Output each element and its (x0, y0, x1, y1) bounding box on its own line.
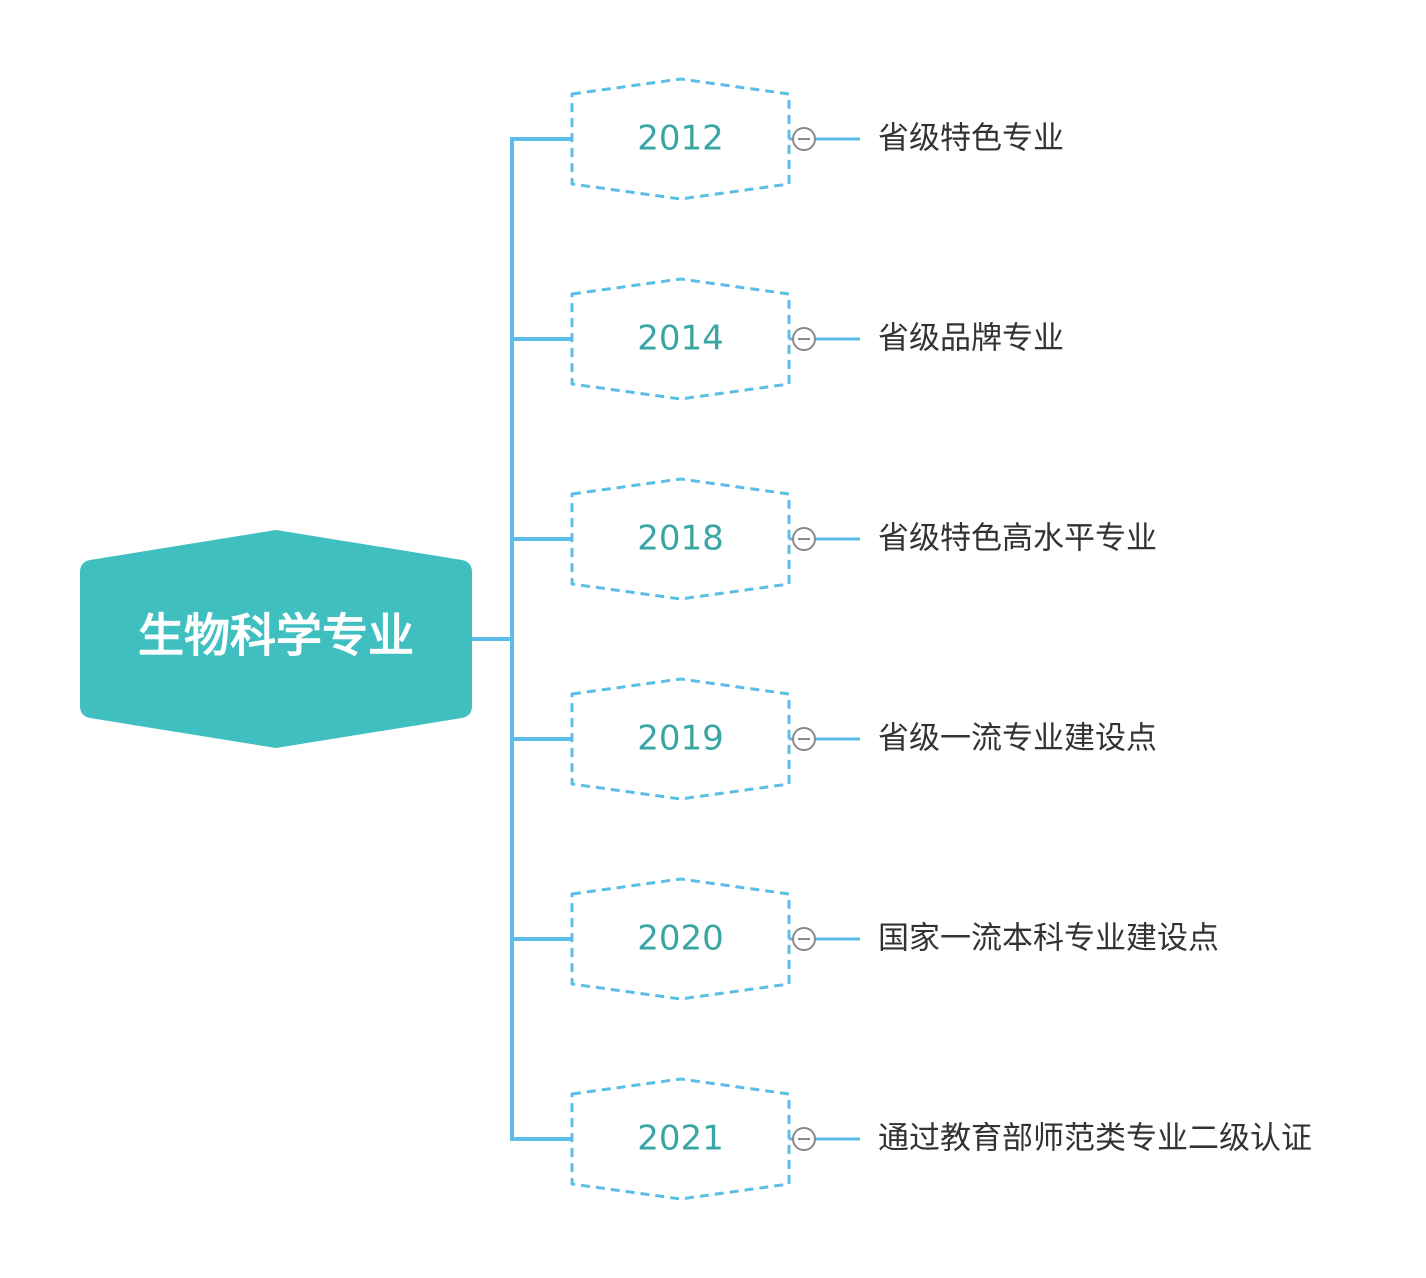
year-label: 2020 (637, 919, 724, 959)
year-node[interactable]: 2018 (570, 477, 791, 601)
branch-2021: 2021 通过教育部师范类专业二级认证 (512, 1077, 1312, 1201)
collapse-icon[interactable] (792, 927, 816, 951)
year-node-shape (570, 277, 791, 401)
branch-2012: 2012 省级特色专业 (512, 77, 1064, 201)
collapse-icon[interactable] (792, 527, 816, 551)
year-label: 2012 (637, 119, 724, 159)
year-node-shape (570, 77, 791, 201)
leaf-label[interactable]: 省级特色高水平专业 (878, 521, 1157, 557)
year-node[interactable]: 2019 (570, 677, 791, 801)
collapse-icon[interactable] (792, 727, 816, 751)
collapse-icon[interactable] (792, 1127, 816, 1151)
branch-2019: 2019 省级一流专业建设点 (512, 677, 1157, 801)
leaf-label[interactable]: 省级特色专业 (878, 121, 1064, 157)
year-label: 2018 (637, 519, 724, 559)
year-node[interactable]: 2020 (570, 877, 791, 1001)
year-node-shape (570, 877, 791, 1001)
year-node-shape (570, 1077, 791, 1201)
collapse-icon[interactable] (792, 127, 816, 151)
branch-list: 2012 省级特色专业 2014 省级品牌专业 2018 省级特色高水平专业 2019 省级一… (512, 77, 1312, 1201)
year-label: 2019 (637, 719, 724, 759)
year-node-shape (570, 477, 791, 601)
root-node-label: 生物科学专业 (138, 609, 414, 663)
year-node-shape (570, 677, 791, 801)
connector-lines (472, 137, 514, 1141)
leaf-label[interactable]: 通过教育部师范类专业二级认证 (878, 1121, 1312, 1157)
leaf-label[interactable]: 省级一流专业建设点 (878, 721, 1157, 757)
year-label: 2021 (637, 1119, 724, 1159)
leaf-label[interactable]: 省级品牌专业 (878, 321, 1064, 357)
root-node[interactable]: 生物科学专业 (80, 530, 472, 748)
collapse-icon[interactable] (792, 327, 816, 351)
year-node[interactable]: 2021 (570, 1077, 791, 1201)
branch-2020: 2020 国家一流本科专业建设点 (512, 877, 1219, 1001)
leaf-label[interactable]: 国家一流本科专业建设点 (878, 921, 1219, 957)
year-label: 2014 (637, 319, 724, 359)
branch-2014: 2014 省级品牌专业 (512, 277, 1064, 401)
root-node-shape (80, 530, 472, 748)
year-node[interactable]: 2012 (570, 77, 791, 201)
branch-2018: 2018 省级特色高水平专业 (512, 477, 1157, 601)
year-node[interactable]: 2014 (570, 277, 791, 401)
